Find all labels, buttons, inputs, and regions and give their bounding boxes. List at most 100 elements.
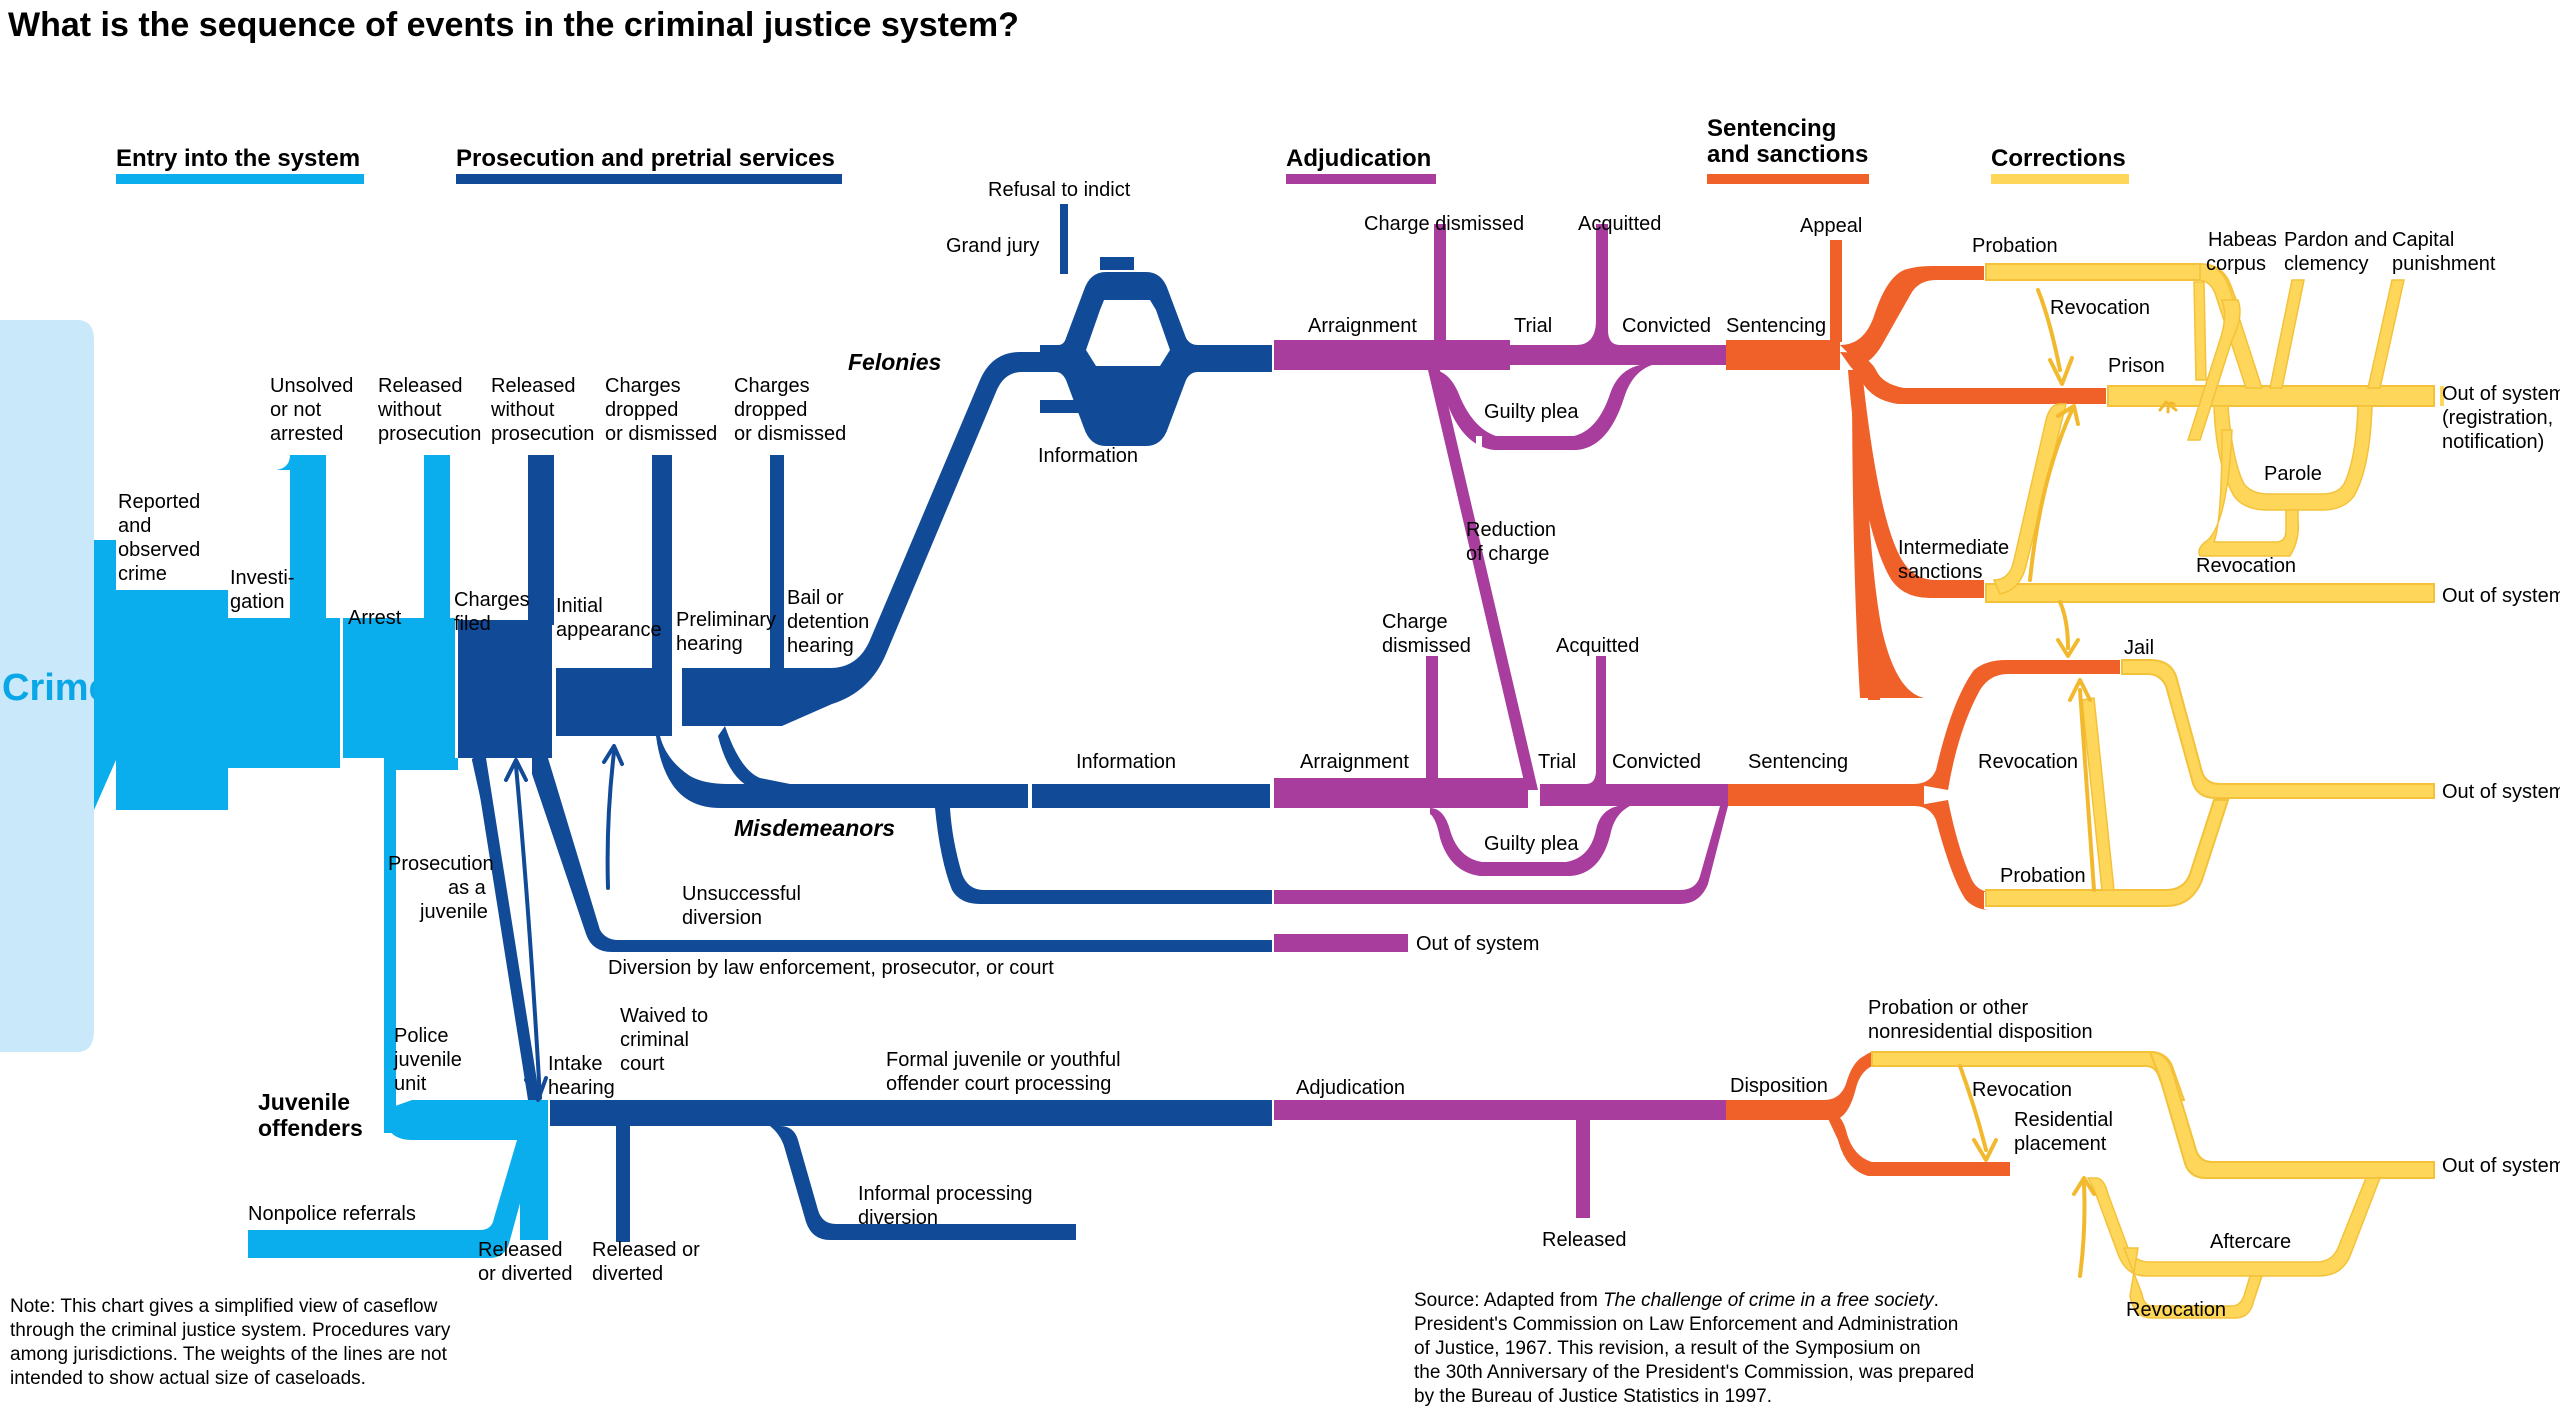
label-sentencing-top: Sentencing [1726,315,1826,337]
label-probation-mid: Probation [2000,865,2086,887]
reduction-of-charge-line [1428,370,1538,790]
label-unsuccessful-1: Unsuccessful [682,883,801,905]
label-acquitted-top: Acquitted [1578,213,1661,235]
label-dropped-2-2: dropped [734,399,807,421]
juvenile-released-line [1576,1120,1590,1218]
label-revocation-2: Revocation [2196,555,2296,577]
label-refusal-to-indict: Refusal to indict [988,179,1131,201]
sentencing-flows [1726,240,2120,1176]
guilty-plea-felony-loop [1432,365,1652,450]
page-title: What is the sequence of events in the cr… [8,6,1019,44]
note-line-2: through the criminal justice system. Pro… [10,1320,451,1341]
corrections-flows [1871,263,2444,1319]
intermediate-sanctions-corrections [1985,583,2435,603]
label-habeas-1: Habeas [2208,229,2277,251]
label-information-mid: Information [1076,751,1176,773]
label-parole: Parole [2264,463,2322,485]
arraignment-felony-flow [1274,340,1510,370]
stage-headers: Entry into the system Prosecution and pr… [116,115,2129,184]
label-out-registration-3: notification) [2442,431,2544,453]
label-charge-dismissed-mid-1: Charge [1382,611,1448,633]
stage-corrections-bar [1991,174,2129,184]
police-juvenile-unit-flow [384,1100,548,1140]
label-revocation-5: Revocation [2126,1299,2226,1321]
label-reported-3: observed [118,539,200,561]
label-formal-1: Formal juvenile or youthful [886,1049,1121,1071]
entry-flows: Crime [0,320,548,1258]
label-felonies: Felonies [848,349,941,375]
guilty-plea-misd-loop [1430,806,1630,876]
label-grand-jury: Grand jury [946,235,1039,257]
label-appeal: Appeal [1800,215,1862,237]
label-probation-other-2: nonresidential disposition [1868,1021,2093,1043]
label-out-intermediate: Out of system [2442,585,2560,607]
probation-felony-flow [1840,266,1984,365]
charges-dropped-1 [652,455,672,670]
label-informal-1: Informal processing [858,1183,1033,1205]
label-probation-top: Probation [1972,235,2058,257]
label-police-juvenile-1: Police [394,1025,448,1047]
label-revocation-4: Revocation [1972,1079,2072,1101]
appeal-line [1830,240,1842,342]
label-intake-1: Intake [548,1053,602,1075]
stage-sentencing-label-1: Sentencing [1707,115,1836,142]
intermediate-sanctions-flow [1848,370,1984,598]
refusal-to-indict-line [1060,204,1068,274]
label-unsolved-3: arrested [270,423,343,445]
source-line-3: of Justice, 1967. This revision, a resul… [1414,1338,1921,1359]
stage-sentencing-label-2: and sanctions [1707,141,1868,168]
label-preliminary-1: Preliminary [676,609,776,631]
aftercare-revocation-loop [2122,1247,2264,1319]
label-habeas-2: corpus [2206,253,2266,275]
sentencing-misd-flow [1728,784,1924,806]
label-released-1-1: Released [378,375,463,397]
label-charges-filed-2: filed [454,613,491,635]
label-pardon-1: Pardon and [2284,229,2387,251]
label-released-2-3: prosecution [491,423,594,445]
informal-processing-flow [770,1126,1076,1240]
label-pardon-2: clemency [2284,253,2368,275]
label-out-jail: Out of system [2442,781,2560,803]
label-guilty-plea-top: Guilty plea [1484,401,1579,423]
stage-entry-label: Entry into the system [116,145,360,172]
preliminary-hearing-flow [682,668,782,726]
label-arrest: Arrest [348,607,402,629]
label-sentencing-mid: Sentencing [1748,751,1848,773]
prison-corrections [2107,385,2435,407]
label-prison: Prison [2108,355,2165,377]
label-juvenile-2: offenders [258,1115,363,1141]
probation-misd-corrections [1985,799,2230,907]
label-trial-top: Trial [1514,315,1552,337]
prison-flow [1840,352,2106,404]
label-juvenile-1: Juvenile [258,1089,350,1115]
released-without-prosecution-2 [528,455,554,625]
jail-corrections [2121,659,2435,799]
source-line-4: the 30th Anniversary of the President's … [1414,1362,1974,1383]
charge-dismissed-felony-line [1434,224,1446,342]
misd-lower-adjudication-flow [1274,806,1728,904]
source-block: Source: Adapted from The challenge of cr… [1414,1290,1974,1407]
misdemeanors-lower-branch [935,808,1272,904]
note-block: Note: This chart gives a simplified view… [10,1296,451,1389]
label-convicted-top: Convicted [1622,315,1711,337]
released-diverted-juvenile-1 [520,1100,548,1240]
label-bail-2: detention [787,611,869,633]
charge-dismissed-misd-line [1426,656,1438,780]
parole-revocation-loop [2198,429,2300,557]
sentencing-felony-flow [1726,340,1840,370]
label-informal-2: diversion [858,1207,938,1229]
parole-loop [2213,405,2373,511]
adjudication-flows [1274,224,1728,1218]
stage-entry-bar [116,174,364,184]
stage-adjudication-bar [1286,174,1436,184]
unsolved-branch [290,455,326,625]
label-revocation-1: Revocation [2050,297,2150,319]
stage-sentencing-bar [1707,174,1869,184]
flow-labels: Reported and observed crime Investi- gat… [118,179,2560,1321]
label-investigation-2: gation [230,591,285,613]
label-prosecution-juvenile-2: as a [448,877,487,899]
label-capital-1: Capital [2392,229,2454,251]
label-prosecution-juvenile-1: Prosecution [388,853,494,875]
arrest-flow [343,618,455,758]
crime-block [0,320,94,1052]
